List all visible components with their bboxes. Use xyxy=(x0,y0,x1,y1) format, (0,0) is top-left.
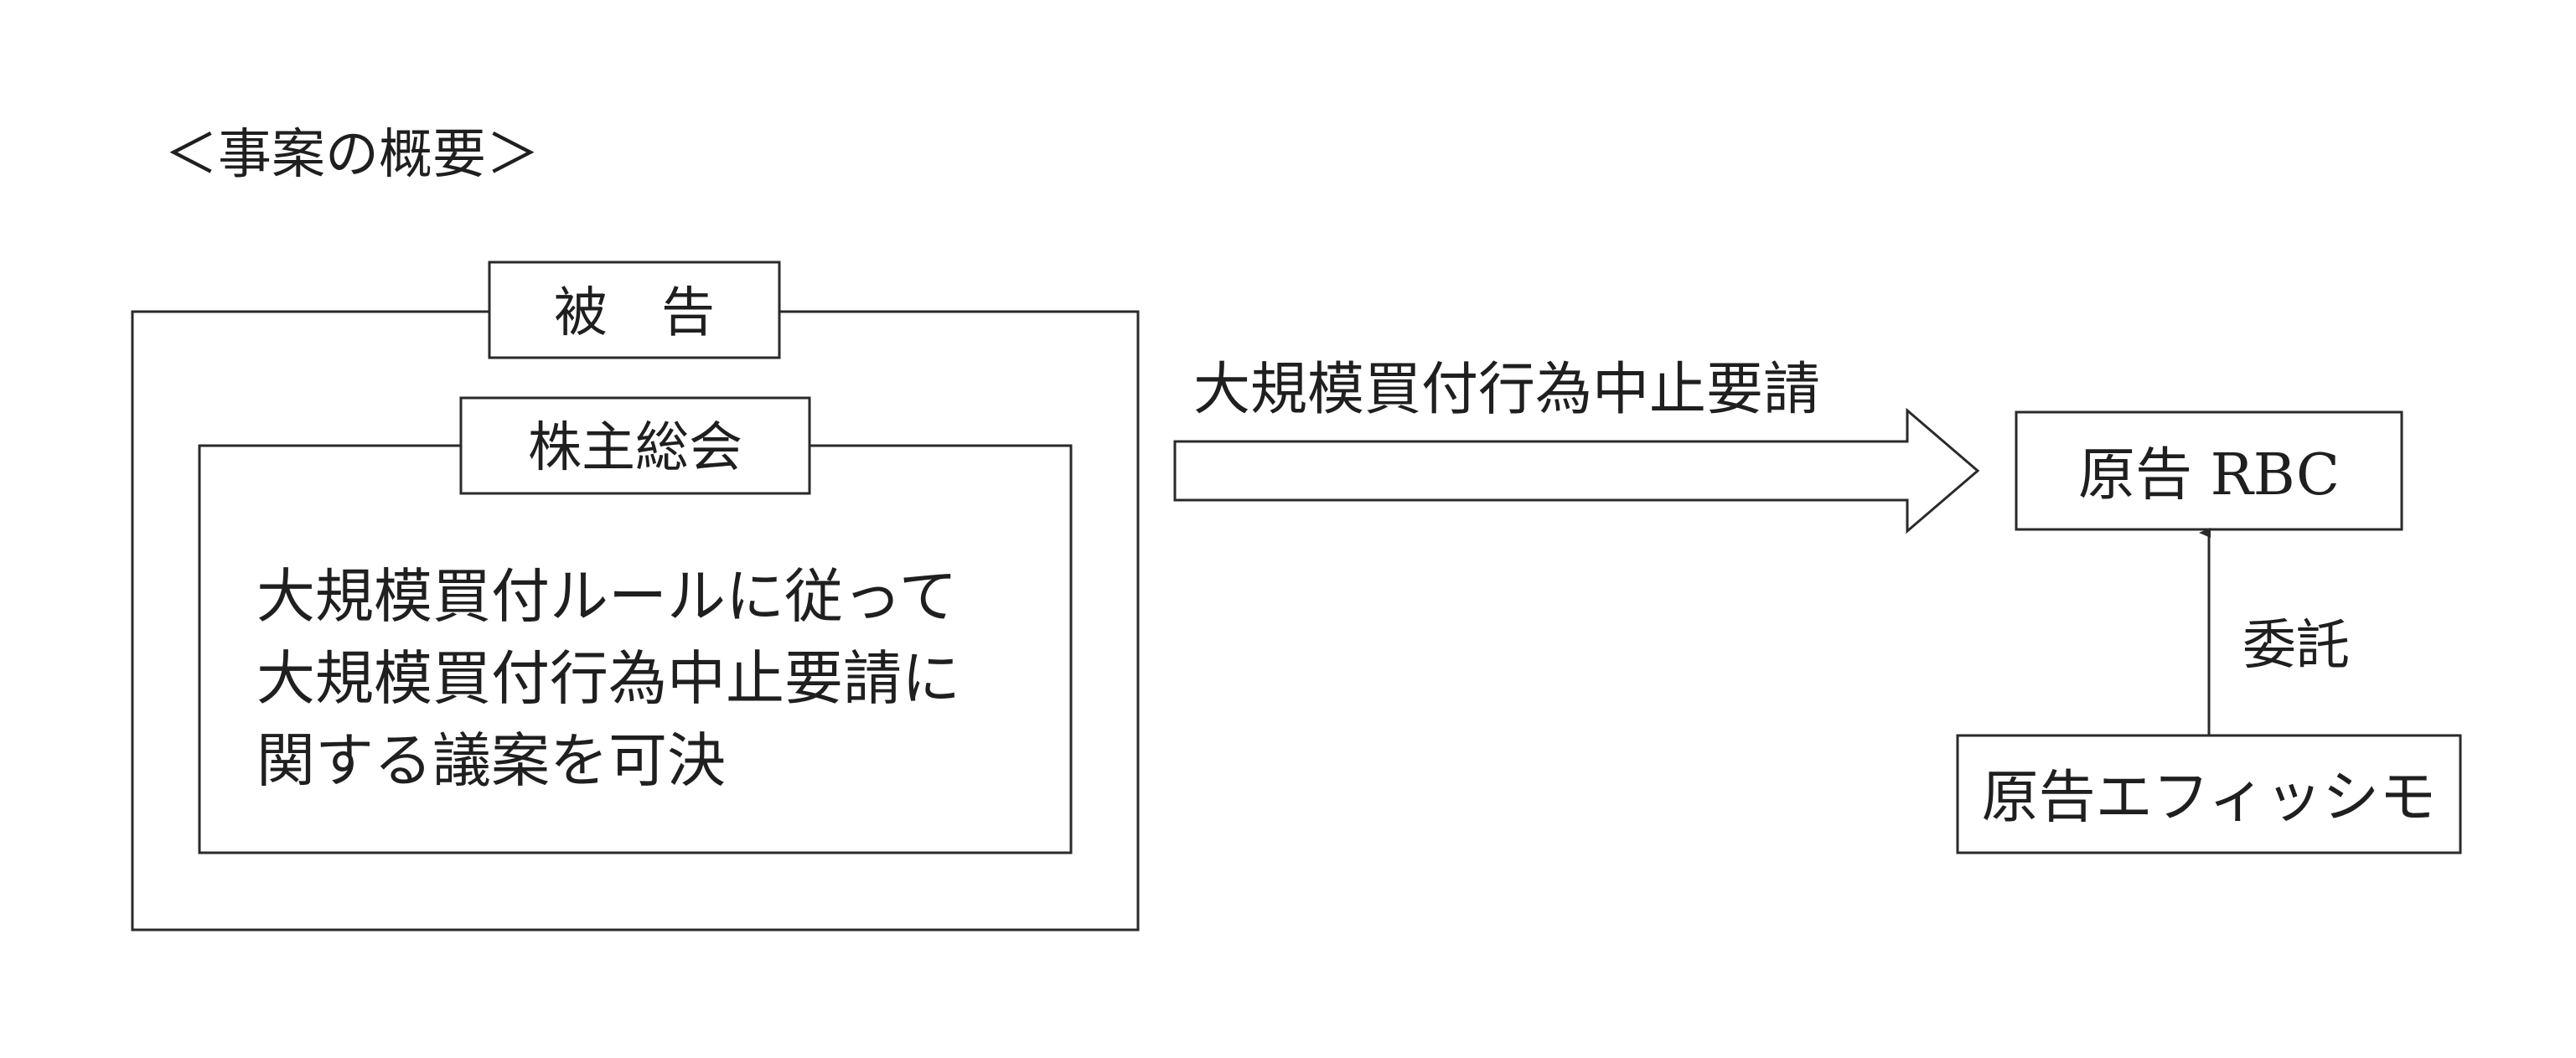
defendant-label: 被 告 xyxy=(554,282,715,344)
cease-request-arrow xyxy=(1173,407,1980,534)
shareholders-meeting-label: 株主総会 xyxy=(528,417,742,479)
plaintiff-rbc-label: 原告 RBC xyxy=(2078,442,2340,508)
plaintiff-efficimo-label: 原告エフィッシモ xyxy=(1982,765,2437,831)
diagram-heading: ＜事案の概要＞ xyxy=(164,124,540,186)
resolution-line-1: 大規模買付ルールに従って xyxy=(256,562,958,631)
defendant-label-box xyxy=(488,261,781,359)
plaintiff-efficimo-box xyxy=(1956,734,2462,854)
resolution-line-3: 関する議案を可決 xyxy=(256,726,726,795)
cease-request-label: 大規模買付行為中止要請 xyxy=(1193,357,1820,423)
resolution-line-2: 大規模買付行為中止要請に xyxy=(256,644,960,713)
shareholders-meeting-label-box xyxy=(459,396,811,495)
entrust-label: 委託 xyxy=(2242,615,2350,677)
